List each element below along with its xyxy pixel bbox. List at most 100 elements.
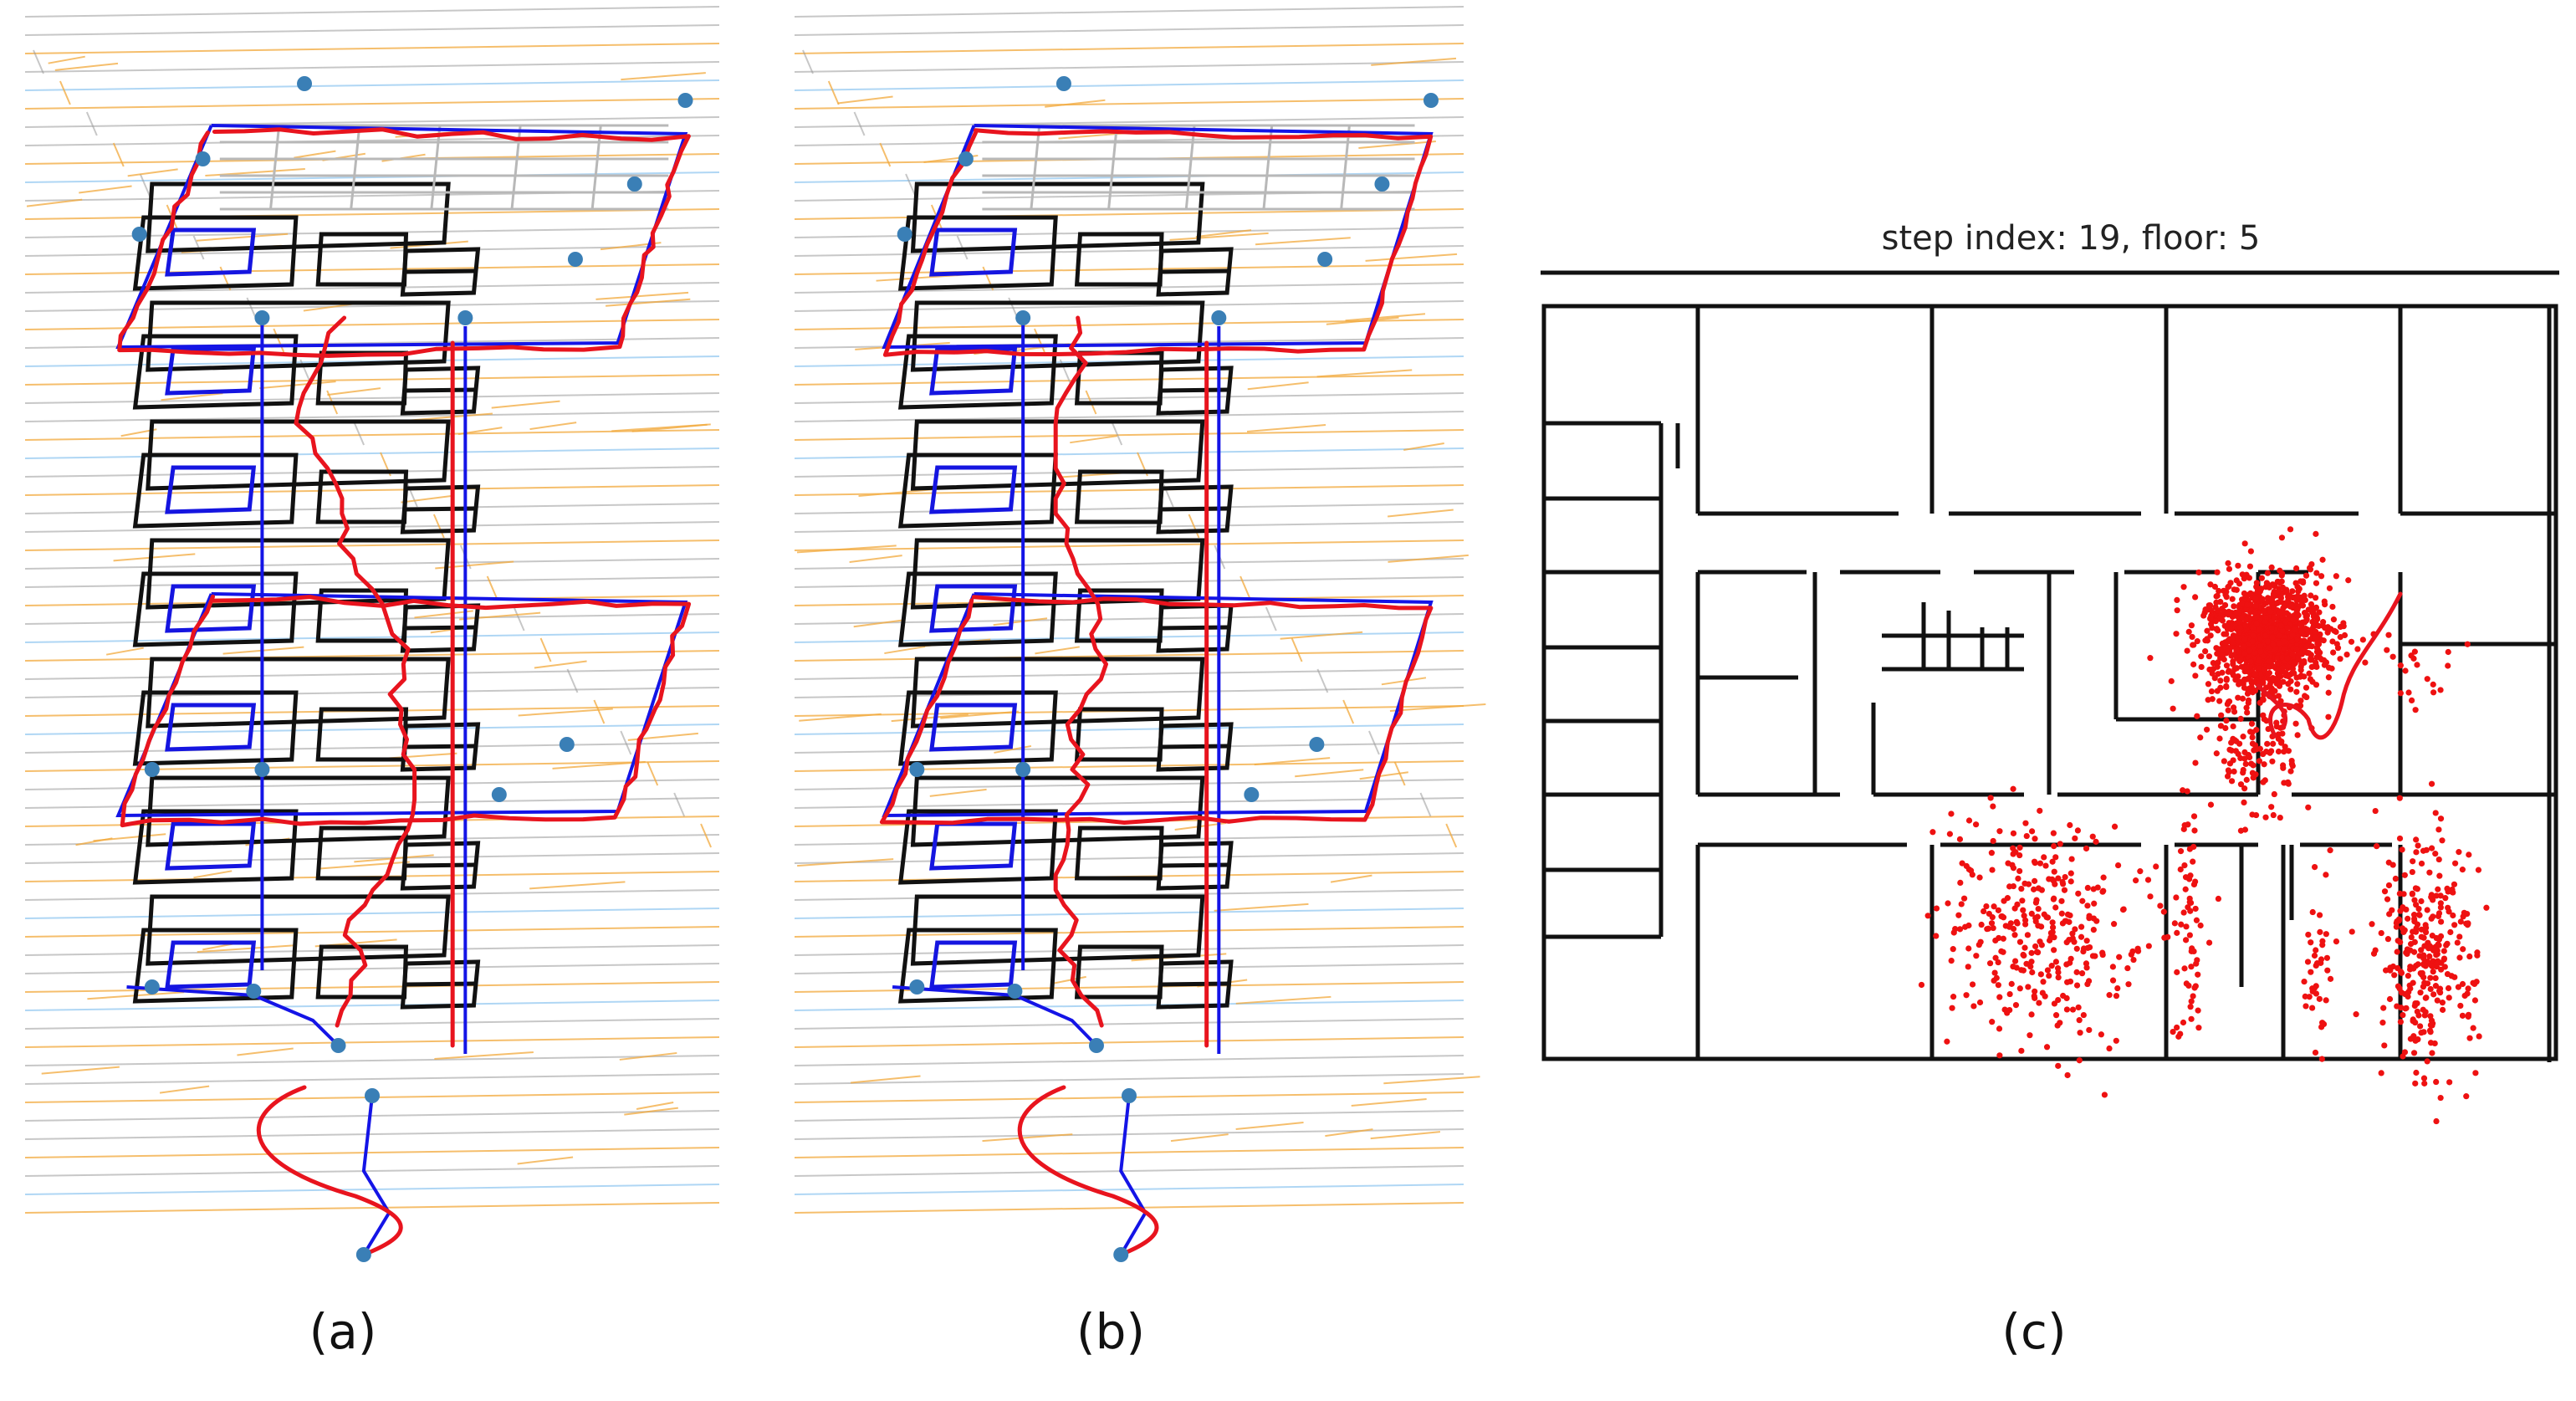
particle xyxy=(2215,607,2221,614)
particle xyxy=(2038,942,2045,948)
waypoint-marker xyxy=(626,176,642,192)
particle xyxy=(2073,982,2081,989)
floor-grid-line xyxy=(794,724,1464,735)
particle xyxy=(2214,592,2221,599)
particle xyxy=(2389,653,2396,660)
floor-grid-line xyxy=(24,963,720,974)
particle xyxy=(2243,663,2250,671)
particle xyxy=(2252,811,2260,819)
particle xyxy=(2428,894,2435,901)
particle xyxy=(2465,985,2471,992)
particle xyxy=(2282,744,2288,750)
particle xyxy=(2402,667,2409,674)
particle xyxy=(2410,1033,2417,1040)
particle xyxy=(2106,1045,2113,1052)
floor-grid-segment xyxy=(851,1075,921,1084)
particle xyxy=(2277,632,2283,639)
floor-grid-line xyxy=(24,650,720,662)
waypoint-marker xyxy=(355,1247,371,1262)
particle xyxy=(2242,760,2249,768)
floor-room-outline xyxy=(132,571,299,647)
floor-grid-line xyxy=(24,797,720,809)
particle xyxy=(2270,591,2277,597)
particle xyxy=(2205,697,2211,703)
particle xyxy=(2019,897,2026,904)
particle xyxy=(2190,993,2196,1000)
floor-grid-segment xyxy=(631,423,708,432)
particle xyxy=(2397,690,2404,697)
particle xyxy=(2372,947,2379,954)
particle xyxy=(2086,1026,2093,1034)
particle xyxy=(2244,690,2251,697)
particle xyxy=(2421,1080,2428,1087)
floor-room-outline xyxy=(132,928,299,1004)
particle xyxy=(2181,862,2188,869)
floor-grid-line xyxy=(794,1128,1464,1140)
floor-grid-tick xyxy=(827,80,840,105)
particle xyxy=(2202,637,2209,644)
particle xyxy=(2313,947,2319,954)
particle xyxy=(2280,678,2287,685)
particle xyxy=(2192,983,2199,989)
particle xyxy=(2311,952,2318,959)
floor-grid-segment xyxy=(858,488,935,498)
particle xyxy=(2236,609,2242,616)
floor-room-outline xyxy=(1074,469,1164,524)
particle xyxy=(2190,813,2198,820)
particle xyxy=(2037,860,2044,867)
floor-grid-line xyxy=(24,61,720,73)
floor-grid-line xyxy=(24,558,720,570)
particle xyxy=(2411,938,2418,945)
particle xyxy=(2198,663,2205,671)
floor-stair-outline xyxy=(929,465,1018,514)
particle xyxy=(2420,955,2427,962)
particle xyxy=(2185,628,2192,635)
particle xyxy=(2188,948,2195,954)
particle xyxy=(1972,821,1980,828)
particle xyxy=(1996,828,2003,835)
particle xyxy=(2459,867,2466,873)
floor-grid-segment xyxy=(1254,757,1331,766)
particle xyxy=(2080,1011,2087,1019)
floor-grid-line xyxy=(24,760,720,772)
particle xyxy=(2205,653,2213,660)
floor-grid-line xyxy=(24,43,720,54)
particle xyxy=(2427,974,2434,981)
floor-grid-line xyxy=(794,981,1464,993)
floor-grid-segment xyxy=(982,1133,1073,1143)
particle xyxy=(2412,885,2420,892)
particle xyxy=(2225,668,2231,675)
waypoint-marker xyxy=(195,151,211,166)
floor-grid-line xyxy=(794,908,1464,919)
particle xyxy=(2218,712,2225,718)
particle xyxy=(2157,902,2164,909)
particle xyxy=(2422,928,2430,936)
floor-grid-segment xyxy=(127,168,178,177)
particle xyxy=(2454,939,2461,946)
particle xyxy=(2032,877,2038,884)
particle xyxy=(2016,985,2023,992)
particle xyxy=(2089,953,2097,959)
particle xyxy=(2373,843,2380,850)
particle xyxy=(2277,739,2285,746)
particle xyxy=(2313,659,2319,666)
particle xyxy=(2297,698,2304,704)
particle xyxy=(2207,615,2214,621)
particle xyxy=(2290,616,2297,623)
floor-grid-segment xyxy=(534,660,587,669)
particle xyxy=(1960,895,1968,902)
particle xyxy=(2068,856,2075,862)
particle xyxy=(1965,964,1971,970)
floor-grid-tick xyxy=(1316,668,1329,693)
particle xyxy=(2415,911,2423,918)
particle xyxy=(2241,799,2247,805)
particle xyxy=(2439,837,2446,844)
particle xyxy=(2078,923,2085,930)
particle xyxy=(2237,657,2244,663)
ground-truth-path xyxy=(361,1095,391,1256)
waypoint-marker xyxy=(254,762,270,777)
floor-grid-segment xyxy=(54,62,119,71)
floor-grid-line xyxy=(24,411,720,422)
particle xyxy=(2052,854,2059,861)
particle xyxy=(2279,627,2286,634)
